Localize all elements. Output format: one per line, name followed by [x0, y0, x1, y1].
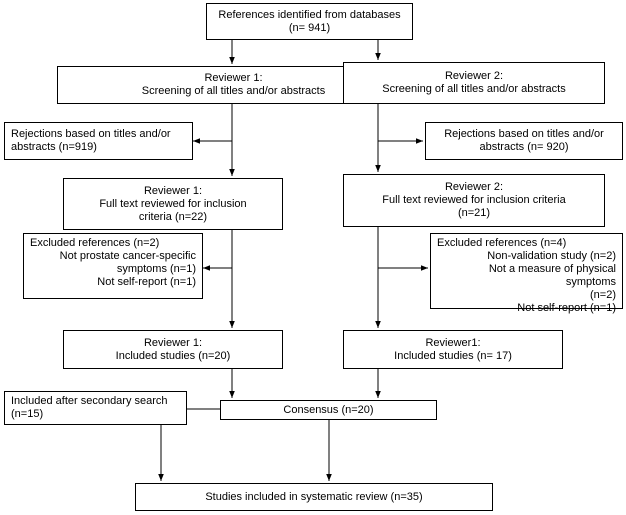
r2-fulltext-line3: (n=21) [457, 207, 491, 219]
r1-excluded-line1: Excluded references (n=2) [30, 237, 160, 249]
secondary-line2: (n=15) [11, 408, 44, 420]
r1-screening-line2: Screening of all titles and/or abstracts [141, 85, 326, 97]
secondary-line1: Included after secondary search [11, 395, 168, 407]
r1-fulltext-line3: criteria (n=22) [138, 210, 208, 223]
box-r1-rejections: Rejections based on titles and/or abstra… [4, 122, 193, 160]
consensus-label: Consensus (n=20) [283, 403, 374, 416]
box-references: References identified from databases (n=… [206, 3, 413, 40]
references-line1: References identified from databases [218, 8, 401, 21]
final-label: Studies included in systematic review (n… [205, 490, 423, 503]
r1-screening-line1: Reviewer 1: [204, 72, 263, 84]
box-r2-rejections: Rejections based on titles and/or abstra… [425, 122, 623, 160]
r2-fulltext-line1: Reviewer 2: [444, 181, 504, 193]
r1-rejections-line1: Rejections based on titles and/or [11, 128, 171, 140]
r1-included-line2: Included studies (n=20) [115, 349, 231, 362]
r1-fulltext-line1: Reviewer 1: [143, 184, 203, 197]
box-final: Studies included in systematic review (n… [135, 483, 493, 511]
r2-excluded-line1: Excluded references (n=4) [437, 237, 567, 249]
box-r2-fulltext: Reviewer 2: Full text reviewed for inclu… [343, 174, 605, 227]
r2-excluded-line2: Non-validation study (n=2) [487, 250, 616, 262]
box-r2-included: Reviewer1: Included studies (n= 17) [343, 330, 563, 369]
r2-rejections-line1: Rejections based on titles and/or [444, 128, 604, 140]
r2-fulltext-line2: Full text reviewed for inclusion criteri… [382, 194, 566, 206]
r2-included-line2: Included studies (n= 17) [394, 349, 512, 362]
references-line2: (n= 941) [288, 21, 331, 34]
r2-rejections-line2: abstracts (n= 920) [479, 141, 569, 153]
r2-screening-line1: Reviewer 2: [444, 70, 504, 82]
box-r2-excluded: Excluded references (n=4) Non-validation… [430, 233, 623, 314]
r1-excluded-line4: Not self-report (n=1) [97, 276, 196, 288]
r2-screening-line2: Screening of all titles and/or abstracts [382, 83, 566, 95]
box-consensus: Consensus (n=20) [220, 400, 437, 420]
box-r1-fulltext: Reviewer 1: Full text reviewed for inclu… [63, 178, 283, 230]
box-r1-excluded: Excluded references (n=2) Not prostate c… [23, 233, 203, 299]
r2-excluded-line4: (n=2) [590, 289, 616, 301]
r1-excluded-line3: symptoms (n=1) [116, 263, 196, 275]
r1-included-line1: Reviewer 1: [143, 336, 203, 349]
box-secondary-search: Included after secondary search (n=15) [4, 391, 187, 425]
r1-excluded-line2: Not prostate cancer-specific [59, 250, 196, 262]
r2-excluded-line5: Not self-report (n=1) [517, 302, 616, 314]
r1-fulltext-line2: Full text reviewed for inclusion [99, 197, 247, 210]
r2-excluded-line3: Not a measure of physical symptoms [488, 263, 616, 288]
box-r2-screening: Reviewer 2: Screening of all titles and/… [343, 62, 605, 104]
box-r1-included: Reviewer 1: Included studies (n=20) [63, 330, 283, 369]
r2-included-line1: Reviewer1: [425, 336, 481, 349]
r1-rejections-line2: abstracts (n=919) [11, 141, 97, 153]
